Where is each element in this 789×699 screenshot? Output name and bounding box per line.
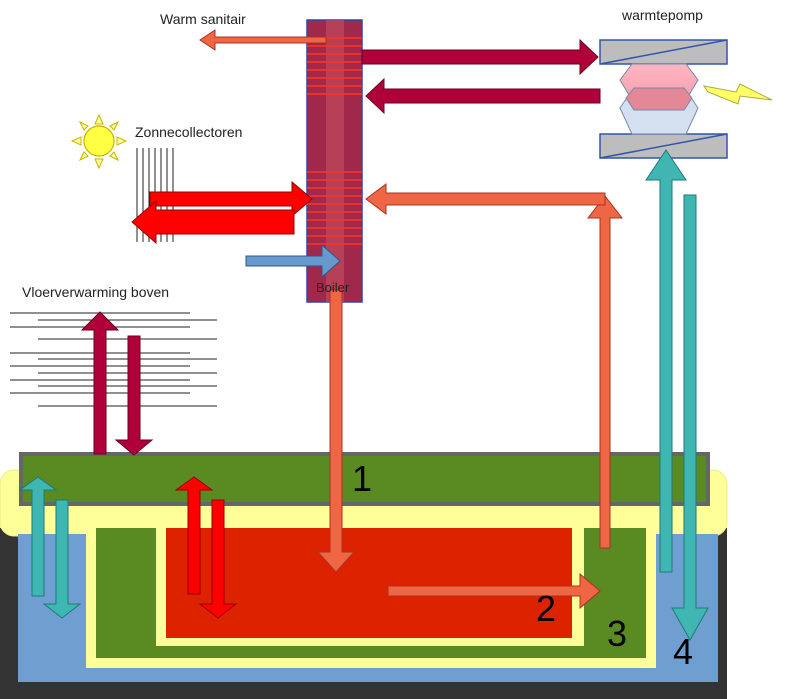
- zone-label-4: 4: [673, 631, 694, 672]
- arrow-zone2-red-up: [174, 476, 214, 595]
- zone-label-1: 1: [352, 458, 373, 499]
- label-warmtepomp: warmtepomp: [622, 7, 703, 23]
- lightning-icon: [702, 83, 773, 105]
- tank-green-top-layer-zone-1: [19, 452, 710, 506]
- arrows: [18, 29, 709, 642]
- arrow-floorheating-up: [80, 311, 120, 455]
- label-zonnecollectoren: Zonnecollectoren: [135, 124, 243, 140]
- arrow-solar-to-boiler: [149, 180, 313, 218]
- arrow-heatpump-to-boiler: [365, 77, 601, 115]
- boiler: [306, 19, 363, 303]
- boiler-inner-column: [326, 20, 344, 302]
- zone-label-3: 3: [607, 613, 628, 654]
- zone-label-2: 2: [536, 588, 557, 629]
- label-boiler: Boiler: [316, 280, 350, 295]
- tank-zone-2-red-core: [166, 528, 572, 638]
- arrow-zone2-flow: [387, 572, 601, 610]
- boiler-bottom-coil: [307, 171, 362, 245]
- arrow-zone4-left-down: [42, 499, 82, 619]
- arrow-boiler-to-solar: [131, 199, 295, 245]
- sun-icon: [70, 113, 128, 170]
- arrow-zone2-red-down: [198, 499, 238, 619]
- label-vloerverwarming-boven: Vloerverwarming boven: [22, 284, 170, 300]
- arrow-zone2-to-boiler-horizontal: [365, 183, 606, 215]
- arrow-zone4-to-heatpump: [645, 149, 687, 573]
- heat-pump-compressor-core: [625, 87, 693, 111]
- arrow-zone4-left-up: [18, 476, 58, 597]
- boiler-top-coil: [307, 37, 362, 95]
- arrow-boiler-to-tank: [316, 289, 356, 573]
- arrow-cold-water-in: [245, 243, 341, 279]
- arrow-warm-sanitair-out: [199, 29, 327, 51]
- arrow-boiler-to-heatpump: [361, 38, 599, 76]
- arrow-zone2-to-boiler-vertical: [586, 195, 624, 549]
- arrow-floorheating-down: [114, 335, 154, 456]
- arrow-heatpump-to-zone4: [671, 194, 709, 642]
- heat-pump: [599, 39, 773, 159]
- label-warm-sanitair: Warm sanitair: [160, 11, 246, 27]
